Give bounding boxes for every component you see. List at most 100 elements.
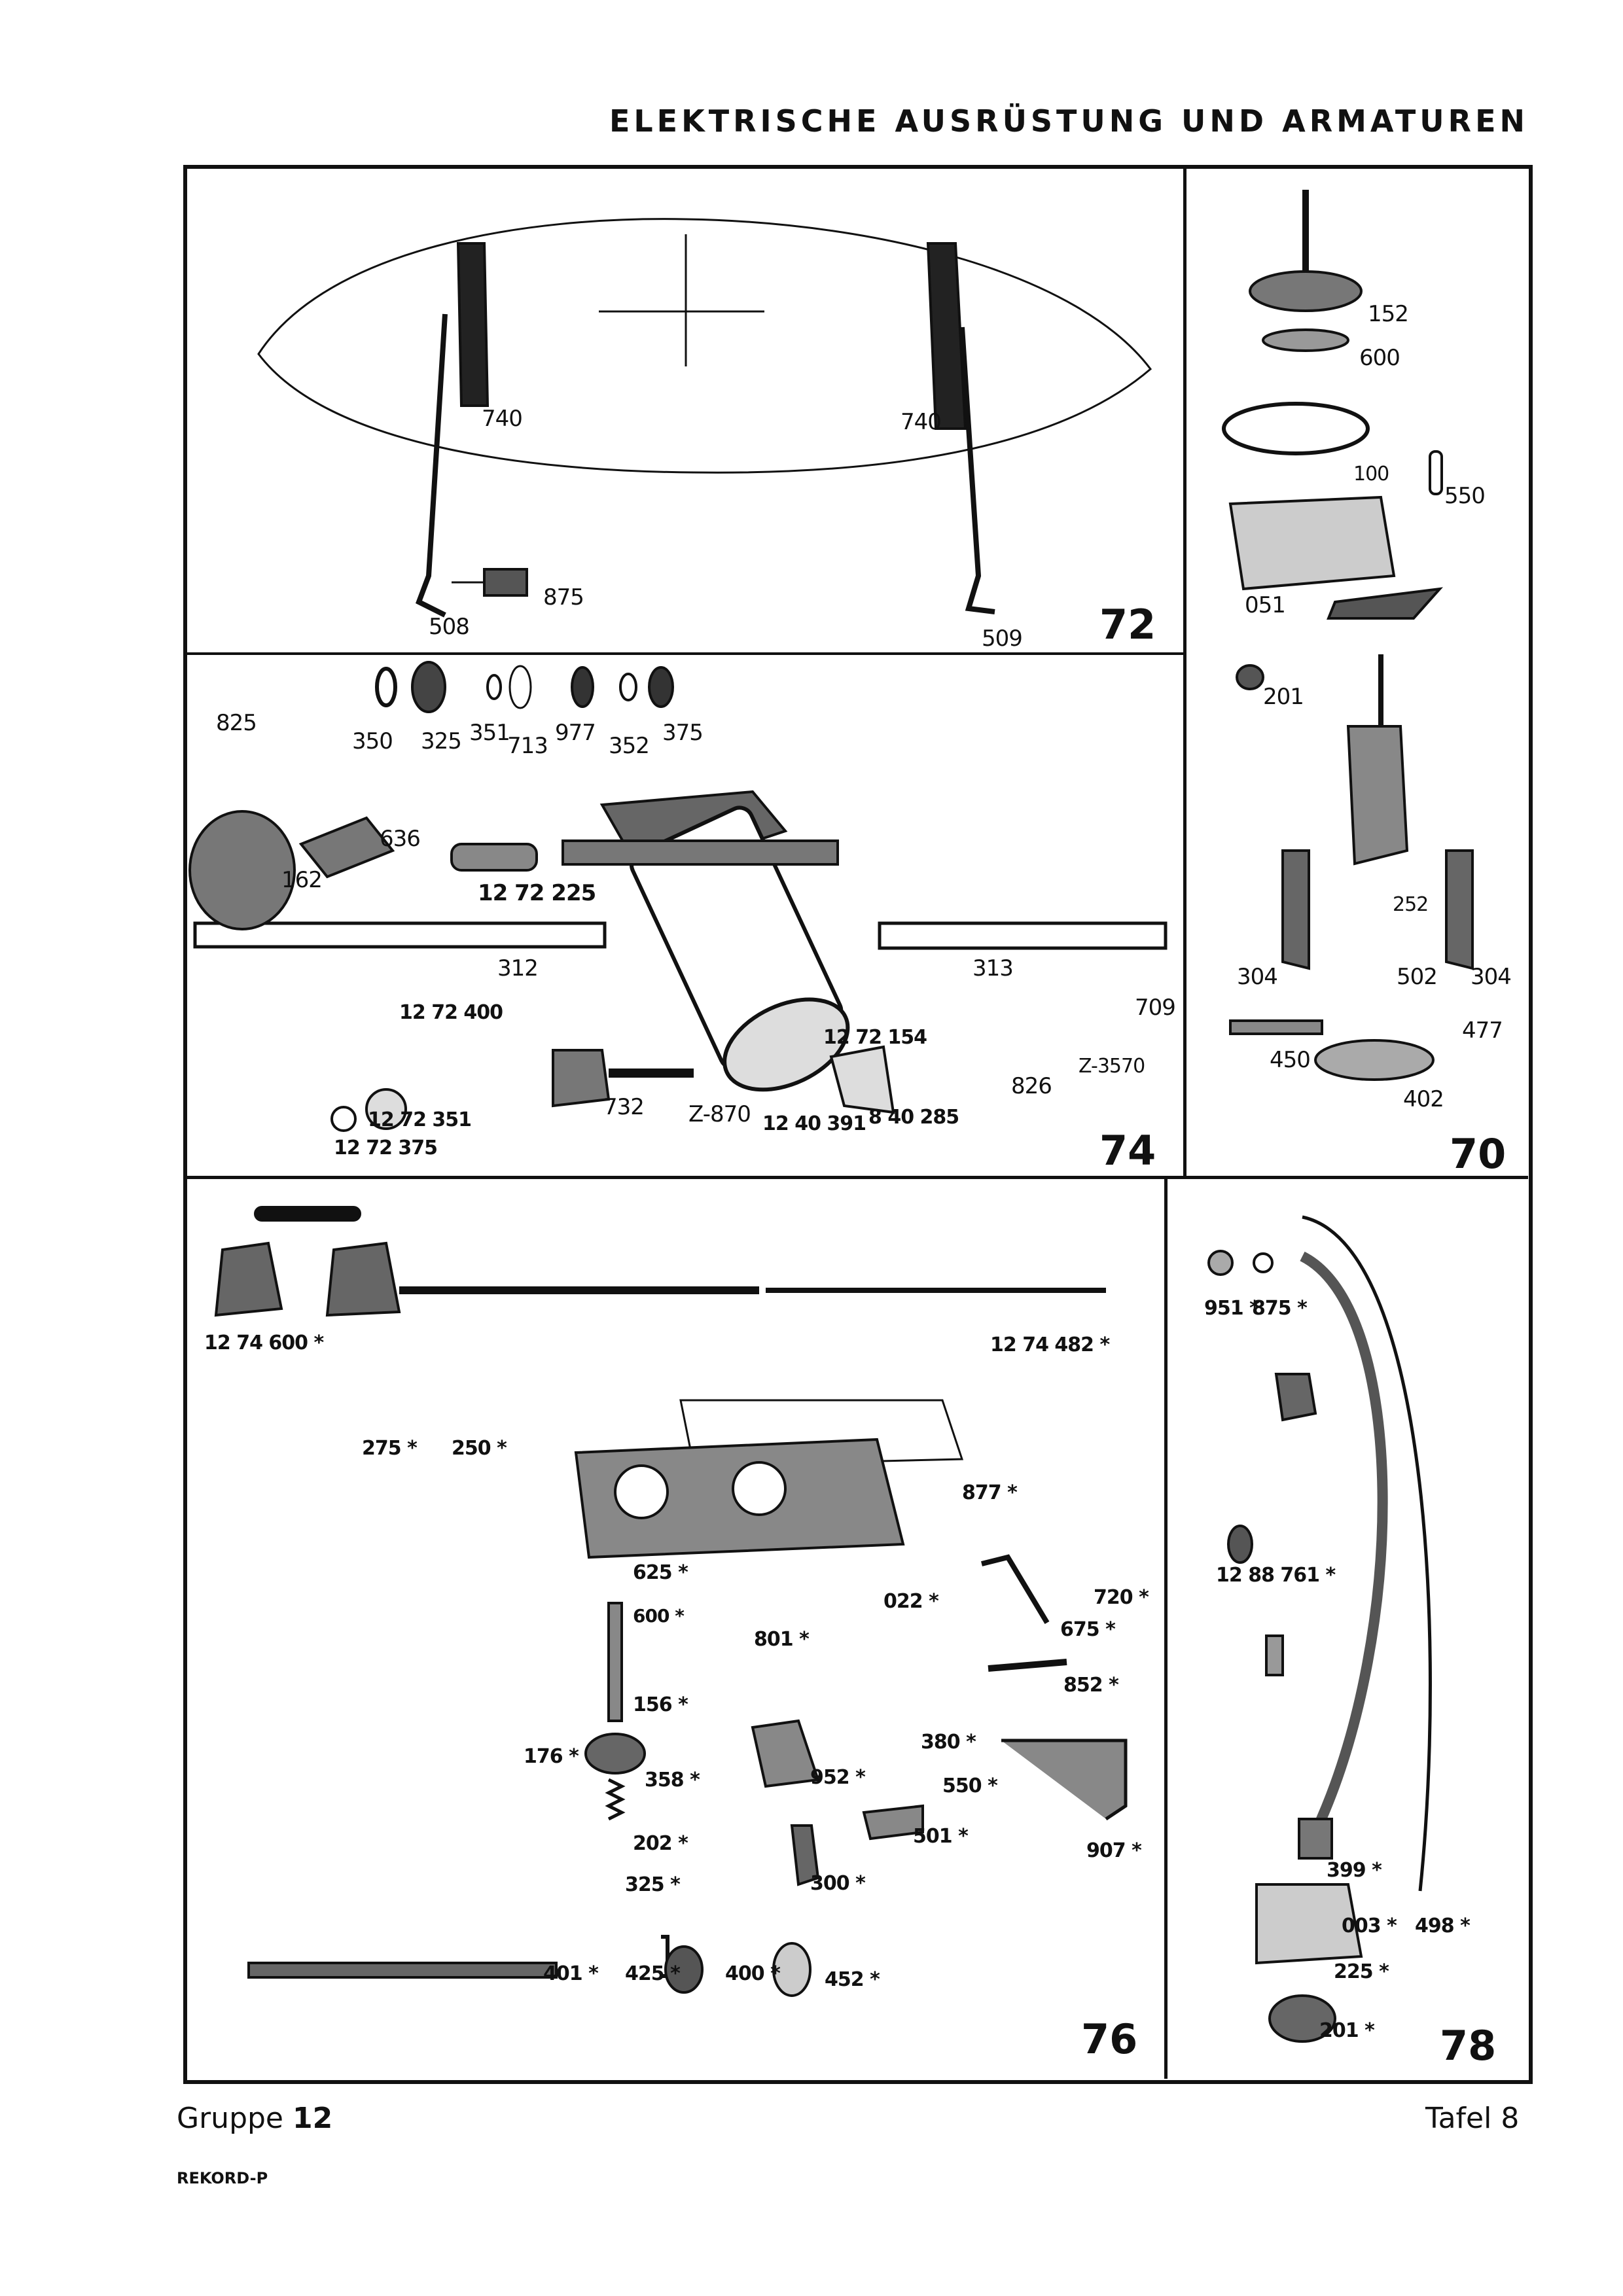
part-label: 907 * <box>1086 1839 1142 1862</box>
part-label: 313 <box>972 955 1014 981</box>
part-label: 977 <box>555 720 596 746</box>
part-label: 12 72 375 <box>334 1137 438 1159</box>
part-label: 740 <box>482 406 523 432</box>
part-label: 425 * <box>625 1962 681 1985</box>
part-label: 502 <box>1397 964 1438 990</box>
part-label: 375 <box>662 720 704 746</box>
part-label: 358 * <box>645 1769 700 1792</box>
part-label: 156 * <box>633 1693 688 1716</box>
part-label: 12 72 351 <box>368 1108 472 1131</box>
part-label: 713 <box>507 733 548 759</box>
part-label: 732 <box>603 1094 645 1120</box>
part-label: 351 <box>469 720 510 746</box>
part-label: 600 <box>1359 345 1400 371</box>
part-label: 380 * <box>921 1731 976 1754</box>
figure-number-76: 76 <box>1081 2015 1138 2063</box>
part-label: 352 <box>609 733 650 759</box>
part-label: 675 * <box>1060 1618 1116 1641</box>
part-label: 304 <box>1237 964 1278 990</box>
part-label: 12 74 482 * <box>990 1333 1110 1356</box>
part-label: 636 <box>380 826 421 852</box>
figure-number-70: 70 <box>1450 1130 1507 1178</box>
figure-number-72: 72 <box>1099 601 1156 648</box>
part-label: 625 * <box>633 1561 688 1584</box>
part-label: 12 72 225 <box>478 880 596 906</box>
part-label: 550 <box>1444 483 1486 509</box>
part-label: 600 * <box>633 1605 685 1627</box>
part-label: Z-3570 <box>1079 1055 1145 1078</box>
part-label: 022 * <box>883 1590 939 1613</box>
part-label: 877 * <box>962 1481 1018 1504</box>
part-label: 202 * <box>633 1832 688 1855</box>
wiper-motor-internals <box>1222 190 1474 1081</box>
part-label: 825 <box>216 710 257 736</box>
part-label: 498 * <box>1415 1915 1471 1937</box>
part-label: 709 <box>1135 995 1176 1021</box>
plate-label: Tafel 8 <box>1425 2102 1519 2135</box>
part-label: 250 * <box>452 1437 507 1460</box>
part-label: 740 <box>901 409 942 435</box>
part-label: 176 * <box>524 1745 579 1768</box>
part-label: 12 72 154 <box>823 1026 927 1049</box>
divider-horizontal-72-74 <box>183 652 1185 655</box>
part-label: 826 <box>1011 1073 1052 1099</box>
part-label: 051 <box>1245 592 1286 618</box>
part-label: 225 * <box>1334 1960 1389 1983</box>
part-label: 450 <box>1270 1047 1311 1073</box>
part-label: 252 <box>1393 893 1429 916</box>
part-label: 401 * <box>543 1962 599 1985</box>
part-label: 100 <box>1353 463 1389 486</box>
part-label: 952 * <box>810 1766 866 1789</box>
page-title: ELEKTRISCHE AUSRÜSTUNG UND ARMATUREN <box>609 103 1529 139</box>
part-label: 275 * <box>362 1437 418 1460</box>
part-label: 399 * <box>1327 1859 1382 1882</box>
part-label: 325 * <box>625 1873 681 1896</box>
part-label: 300 * <box>810 1872 866 1895</box>
part-label: 12 88 761 * <box>1216 1564 1336 1587</box>
part-label: 852 * <box>1063 1674 1119 1697</box>
group-label: Gruppe 12 <box>177 2102 332 2135</box>
part-label: 509 <box>982 626 1023 652</box>
part-label: 951 * <box>1204 1297 1260 1320</box>
wiper-motor-assembly <box>188 661 1168 1132</box>
part-label: 201 <box>1263 684 1304 710</box>
group-label-text: Gruppe <box>177 2102 284 2135</box>
diagram-frame <box>183 165 1533 2084</box>
plate-number: 8 <box>1501 2102 1520 2135</box>
part-label: 325 <box>421 728 462 754</box>
figure-number-78: 78 <box>1440 2022 1497 2070</box>
part-label: 875 <box>543 584 584 610</box>
divider-vertical-top <box>1183 165 1186 1179</box>
part-label: 003 * <box>1342 1915 1397 1937</box>
part-label: 508 <box>429 614 470 640</box>
part-label: 162 <box>281 867 323 893</box>
part-label: 875 * <box>1252 1297 1308 1320</box>
speedometer-drive-assembly <box>214 1206 1128 1997</box>
windshield-wiper-assembly <box>257 218 1152 618</box>
part-label: 312 <box>497 955 539 981</box>
part-label: 8 40 285 <box>868 1106 959 1129</box>
part-label: 304 <box>1471 964 1512 990</box>
part-label: 12 74 600 * <box>204 1332 324 1354</box>
part-label: 720 * <box>1094 1586 1149 1609</box>
figure-number-74: 74 <box>1099 1127 1156 1174</box>
part-label: 12 72 400 <box>399 1001 503 1024</box>
part-label: 801 * <box>754 1628 810 1651</box>
part-label: 452 * <box>825 1968 880 1991</box>
speedometer-cable <box>1207 1215 1432 2043</box>
model-name: REKORD-P <box>177 2169 268 2187</box>
part-label: 152 <box>1368 301 1409 327</box>
part-label: 350 <box>352 728 393 754</box>
plate-label-text: Tafel <box>1425 2102 1492 2135</box>
divider-vertical-bottom <box>1164 1178 1168 2079</box>
group-number: 12 <box>293 2102 333 2135</box>
part-label: 402 <box>1403 1086 1444 1112</box>
part-label: 12 40 391 <box>762 1112 866 1135</box>
part-label: 201 * <box>1319 2019 1375 2042</box>
part-label: 550 * <box>942 1775 998 1797</box>
part-label: Z-870 <box>688 1101 751 1127</box>
part-label: 501 * <box>913 1825 969 1848</box>
part-label: 477 <box>1462 1017 1503 1044</box>
part-label: 400 * <box>725 1962 781 1985</box>
